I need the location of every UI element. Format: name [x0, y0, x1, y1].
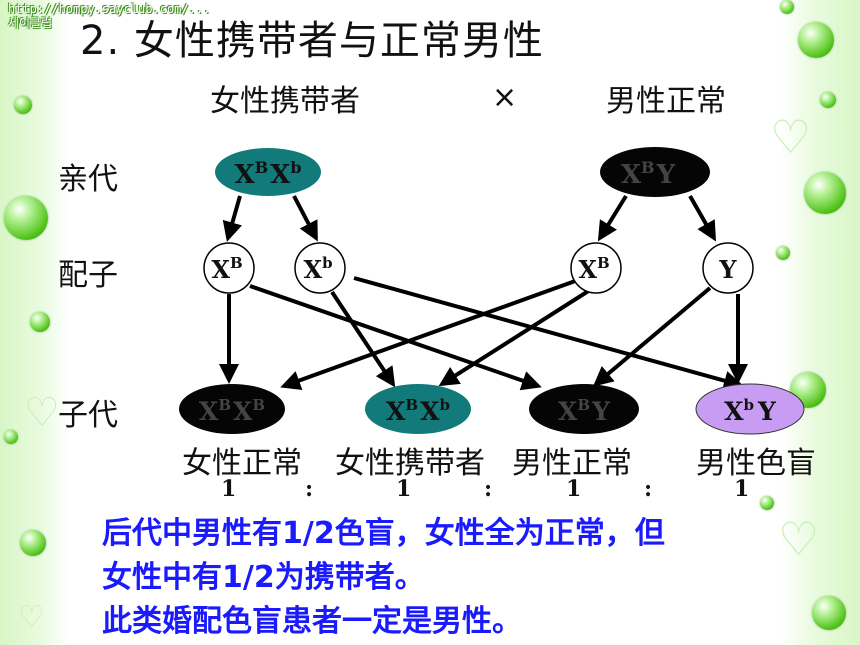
green-bubble-decor: [820, 92, 836, 108]
green-bubble-decor: [812, 596, 846, 630]
green-bubble-decor: [760, 496, 774, 510]
green-bubble-decor: [780, 0, 794, 14]
parent-genotype: XBXb: [234, 158, 301, 190]
conclusion-line-1: 后代中男性有1/2色盲，女性全为正常，但: [102, 516, 665, 551]
gamete: Xb: [294, 242, 346, 294]
gamete: XB: [203, 242, 255, 294]
svg-text:XB: XB: [578, 254, 609, 284]
offspring-female-carrier: XBXb: [365, 384, 471, 434]
green-bubble-decor: [14, 96, 32, 114]
arrow-g4-o3: [592, 286, 712, 387]
svg-text:XB: XB: [211, 254, 242, 284]
svg-text:XbY: XbY: [724, 396, 777, 426]
url-banner-url: http://hompy.sayclub.com/...: [8, 2, 211, 16]
parent-male-normal: XBY: [600, 147, 710, 197]
arrow-parent2-gamete4: [688, 195, 716, 242]
url-banner-tag: 세이클럽: [8, 16, 53, 30]
gamete: Y: [702, 242, 754, 294]
offspring-label: 男性色盲: [696, 446, 816, 481]
ratio-separator: :: [644, 476, 653, 502]
right-decor-strip: [780, 0, 860, 645]
heart-decor: ♡: [24, 390, 60, 436]
cross-left-label: 女性携带者: [210, 84, 360, 119]
green-bubble-decor: [804, 172, 846, 214]
ratio-separator: :: [305, 476, 314, 502]
green-bubble-decor: [798, 22, 834, 58]
svg-text:XBXB: XBXB: [199, 396, 265, 426]
arrow-parent1-gamete2: [292, 195, 318, 242]
conclusion-line-3: 此类婚配色盲患者一定是男性。: [102, 604, 522, 639]
svg-text:Y: Y: [718, 255, 737, 284]
arrow-parent1-gamete1: [222, 195, 243, 242]
row-label-offspring: 子代: [58, 398, 118, 433]
offspring-label: 女性正常: [182, 446, 302, 481]
svg-text:XBXb: XBXb: [386, 396, 450, 426]
green-bubble-decor: [30, 312, 50, 332]
heart-decor: ♡: [778, 512, 820, 566]
arrow-g3-o2: [438, 288, 592, 387]
gamete: XB: [570, 242, 622, 294]
heart-decor: ♡: [770, 110, 812, 164]
row-label-parents: 亲代: [58, 162, 118, 197]
green-bubble-decor: [4, 430, 18, 444]
arrow-parent2-gamete3: [597, 194, 628, 242]
green-bubble-decor: [4, 196, 48, 240]
parent-female-carrier: XBXb: [215, 148, 321, 196]
row-label-gametes: 配子: [58, 258, 118, 293]
ratio-value: 1: [221, 476, 237, 502]
offspring-label: 男性正常: [512, 446, 632, 481]
ratio-value: 1: [734, 476, 750, 502]
offspring-male-normal: XBY: [529, 384, 639, 434]
parent-arrows: [222, 194, 716, 242]
slide-title: 2. 女性携带者与正常男性: [80, 18, 544, 64]
arrow-g2-o2: [330, 290, 396, 388]
cross-right-label: 男性正常: [606, 84, 726, 119]
ratio-value: 1: [566, 476, 582, 502]
url-banner: http://hompy.sayclub.com/... 세이클럽: [8, 2, 313, 36]
svg-text:Xb: Xb: [303, 254, 332, 284]
green-bubble-decor: [20, 530, 46, 556]
green-bubble-decor: [776, 246, 790, 260]
svg-text:XBY: XBY: [558, 396, 611, 426]
cross-symbol: ×: [492, 80, 518, 115]
conclusion-line-2: 女性中有1/2为携带者。: [102, 560, 425, 595]
arrow-g3-o1: [280, 278, 579, 390]
offspring-female-normal: XBXB: [179, 384, 285, 434]
parent-genotype: XBY: [621, 158, 676, 190]
gamete-arrows: [219, 276, 748, 391]
ratio-value: 1: [396, 476, 412, 502]
arrow-g1-o3: [249, 284, 542, 391]
arrow-g2-o4: [353, 276, 744, 391]
offspring-label: 女性携带者: [335, 446, 485, 481]
ratio-separator: :: [484, 476, 493, 502]
heart-decor: ♡: [18, 600, 45, 635]
